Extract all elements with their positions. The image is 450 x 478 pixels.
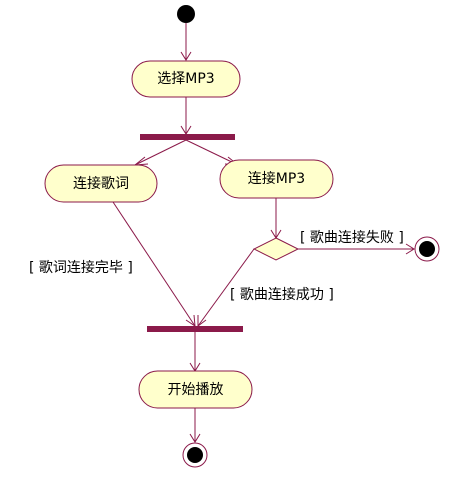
edge-fork-to-mp3 (185, 139, 240, 166)
activity-connect-mp3-label: 连接MP3 (248, 170, 305, 187)
decision-node (252, 237, 300, 261)
edge-play-to-final (189, 408, 201, 443)
final-node-fail (414, 236, 440, 262)
activity-start-play-label: 开始播放 (168, 382, 224, 398)
edge-mp3-to-decision (270, 198, 282, 239)
activity-connect-mp3[interactable]: 连接MP3 (219, 159, 334, 199)
activity-select-mp3-label: 选择MP3 (157, 71, 214, 87)
initial-node (177, 5, 195, 23)
guard-song-fail: [ 歌曲连接失败 ] (300, 229, 404, 246)
guard-song-success: [ 歌曲连接成功 ] (230, 286, 334, 303)
guard-lyrics-done: [ 歌词连接完毕 ] (29, 259, 133, 276)
fork-bar (140, 134, 235, 140)
final-node (182, 442, 208, 468)
edge-select-to-fork (180, 97, 192, 135)
edge-start-to-select (180, 23, 192, 61)
activity-start-play[interactable]: 开始播放 (138, 370, 253, 409)
join-bar (147, 326, 243, 332)
activity-connect-lyrics-label: 连接歌词 (73, 175, 129, 192)
activity-select-mp3[interactable]: 选择MP3 (131, 60, 241, 98)
activity-connect-lyrics[interactable]: 连接歌词 (44, 164, 158, 203)
edge-decision-to-fail (298, 243, 415, 255)
edge-join-to-play (189, 332, 201, 372)
edge-fork-to-lyrics (133, 139, 187, 166)
